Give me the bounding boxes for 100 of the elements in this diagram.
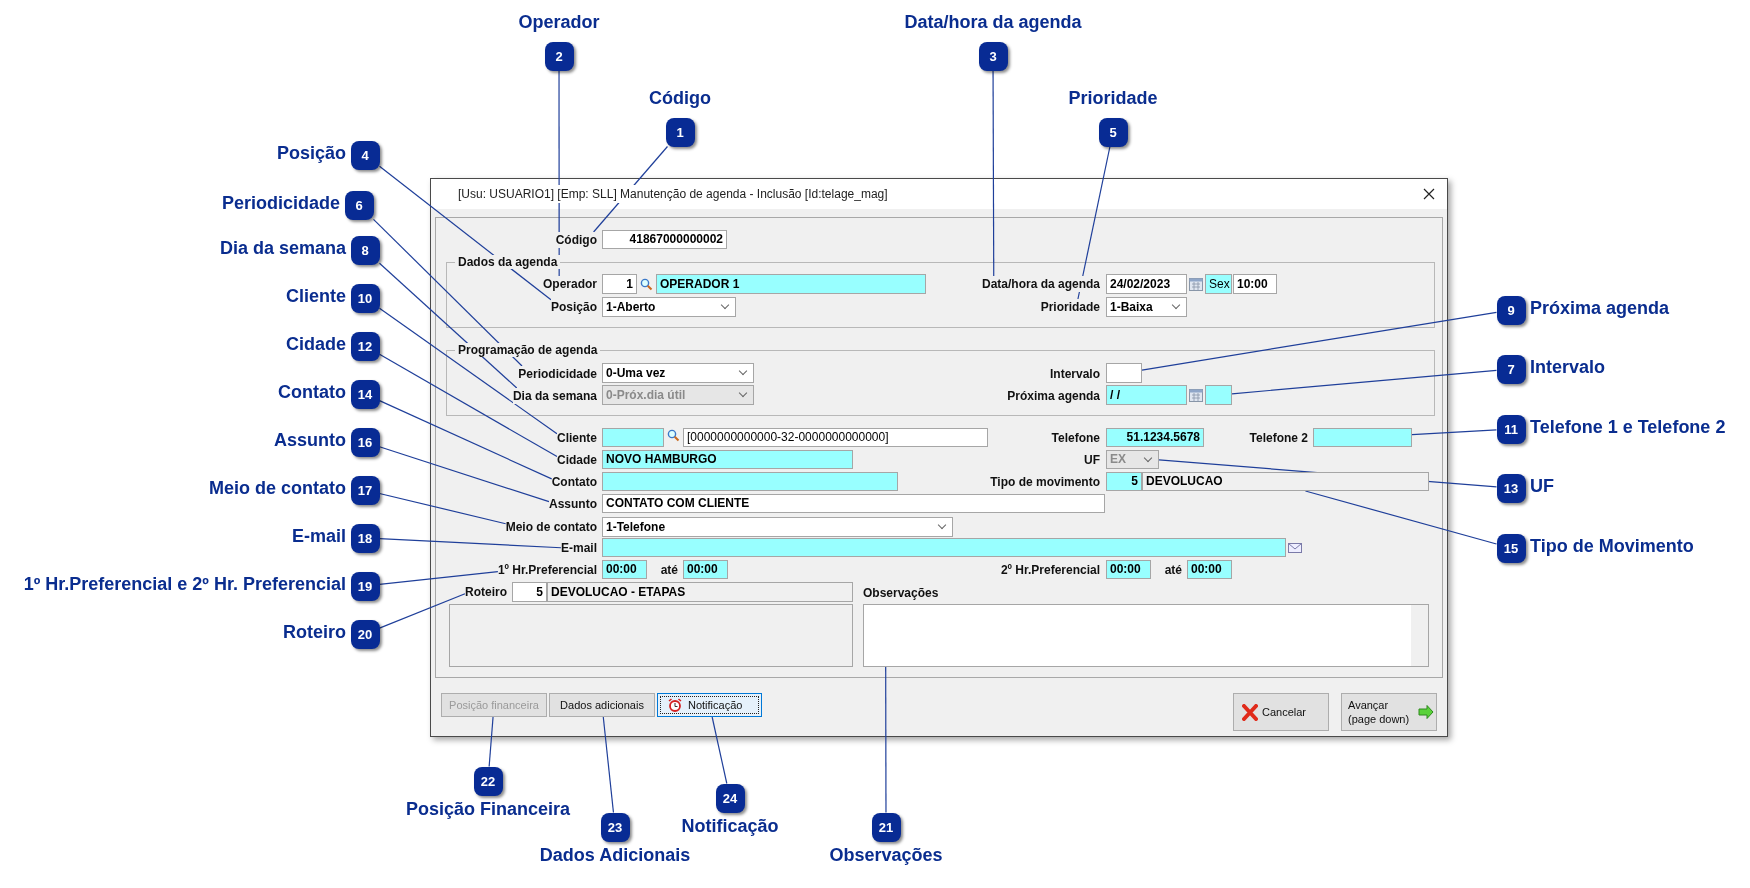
callout-title: E-mail (291, 526, 346, 547)
field-label: Data/hora da agenda (981, 276, 1100, 292)
leader-line (1231, 369, 1498, 395)
callout-number: 2 (544, 41, 574, 71)
input-field: CONTATO COM CLIENTE (602, 494, 1105, 513)
callout-title: UF (1530, 476, 1554, 497)
input-field (1106, 363, 1142, 383)
callout-title: Posição (276, 143, 346, 164)
input-field (602, 538, 1286, 557)
callout-number: 20 (350, 619, 380, 649)
callout-number: 17 (350, 475, 380, 505)
leader-line (1411, 429, 1498, 436)
callout-title: Posição Financeira (405, 799, 571, 820)
callout-number: 4 (350, 140, 380, 170)
callout-title: Periodicidade (221, 193, 340, 214)
callout-number: 24 (715, 783, 745, 813)
dropdown-field: 1-Aberto (602, 297, 736, 317)
field-label: Observações (863, 585, 939, 601)
window-title: [Usu: USUARIO1] [Emp: SLL] Manutenção de agenda - Inclusão [Id:telage_mag] (458, 185, 888, 203)
callout-title: Operador (518, 12, 600, 33)
callout-title: Roteiro (283, 622, 346, 643)
input-field (602, 472, 898, 491)
dropdown-field: 1-Telefone (602, 517, 953, 537)
callout-title: Código (649, 88, 711, 109)
input-field: 51.1234.5678 (1106, 428, 1204, 447)
input-field: [0000000000000-32-0000000000000] (683, 428, 988, 447)
group-title: Programação de agenda (455, 343, 601, 357)
callout-number: 12 (350, 331, 380, 361)
callout-number: 11 (1496, 414, 1526, 444)
callout-title: Próxima agenda (1530, 298, 1670, 319)
input-field: 24/02/2023 (1106, 274, 1187, 294)
input-field: DEVOLUCAO - ETAPAS (547, 582, 853, 602)
input-field: Sex (1205, 274, 1232, 294)
callout-number: 8 (350, 235, 380, 265)
leader-line (378, 492, 507, 525)
callout-title: Intervalo (1530, 357, 1606, 378)
callout-title: Meio de contato (209, 478, 346, 499)
leader-line (602, 716, 615, 814)
text-area (863, 604, 1429, 667)
input-field: 00:00 (602, 560, 647, 579)
callout-title: Tipo de Movimento (1530, 536, 1694, 557)
leader-line (1304, 490, 1498, 545)
input-field: 5 (512, 582, 547, 602)
dropdown-field: 0-Uma vez (602, 363, 754, 383)
input-field: 00:00 (683, 560, 728, 579)
callout-title: Notificação (681, 816, 779, 837)
button: Avançar (page down) (1341, 693, 1437, 731)
leader-line (372, 218, 523, 367)
callout-title: Prioridade (1068, 88, 1158, 109)
field-label: Posição (550, 299, 597, 315)
input-field (602, 428, 664, 447)
callout-number: 3 (978, 41, 1008, 71)
callout-number: 10 (350, 283, 380, 313)
callout-number: 16 (350, 427, 380, 457)
text-area (449, 604, 853, 667)
input-field (1205, 385, 1232, 405)
input-field: DEVOLUCAO (1142, 472, 1429, 491)
field-label: Código (555, 232, 597, 248)
leader-line (711, 716, 728, 785)
callout-title: Observações (829, 845, 943, 866)
callout-number: 19 (350, 571, 380, 601)
callout-number: 1 (665, 117, 695, 147)
callout-title: Telefone 1 e Telefone 2 (1530, 417, 1726, 438)
callout-number: 18 (350, 523, 380, 553)
dropdown-field: 1-Baixa (1106, 297, 1187, 317)
leader-line (1158, 459, 1498, 488)
leader-line (558, 69, 560, 277)
leader-line (593, 145, 669, 233)
callout-title: Data/hora da agenda (904, 12, 1082, 33)
input-field: / / (1106, 385, 1187, 405)
field-label: Operador (543, 276, 597, 292)
leader-line (378, 353, 558, 458)
leader-line (378, 538, 562, 549)
callout-title: 1º Hr.Preferencial e 2º Hr. Preferencial (23, 574, 346, 595)
leader-line (378, 262, 518, 389)
callout-title: Contato (278, 382, 346, 403)
leader-line (378, 165, 552, 301)
callout-title: Cidade (286, 334, 346, 355)
callout-number: 7 (1496, 354, 1526, 384)
callout-title: Dia da semana (219, 238, 346, 259)
input-field: 41867000000002 (602, 230, 727, 249)
button: Cancelar (1233, 693, 1329, 731)
leader-line (885, 666, 887, 814)
input-field (1313, 428, 1412, 447)
callout-number: 15 (1496, 533, 1526, 563)
leader-line (378, 446, 550, 503)
input-field: 00:00 (1187, 560, 1232, 579)
field-label: Tipo de movimento (990, 474, 1100, 490)
leader-line (378, 593, 466, 629)
field-label: Dia da semana (512, 388, 597, 404)
button: Posição financeira (441, 693, 547, 717)
callout-number: 22 (473, 766, 503, 796)
input-field: 5 (1106, 472, 1142, 491)
group-title: Dados da agenda (455, 255, 561, 269)
callout-number: 6 (344, 190, 374, 220)
dropdown-field: 0-Próx.dia útil (602, 385, 754, 405)
input-field: 10:00 (1233, 274, 1277, 294)
leader-line (378, 400, 553, 480)
callout-number: 9 (1496, 295, 1526, 325)
callout-number: 23 (600, 812, 630, 842)
